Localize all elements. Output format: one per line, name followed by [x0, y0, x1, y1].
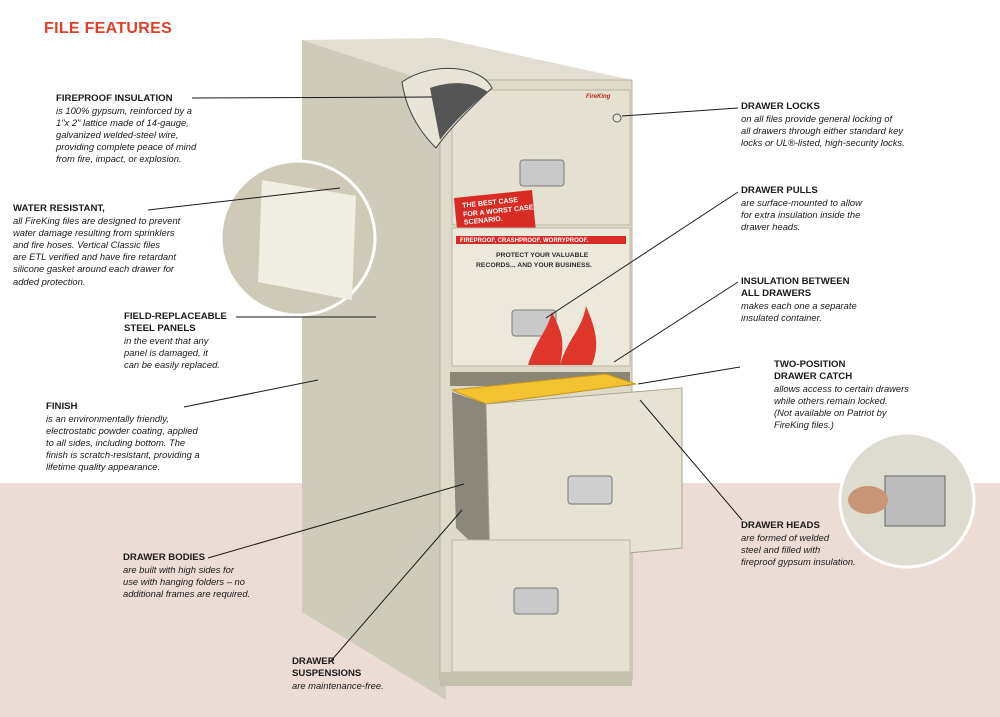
hanging-folders — [451, 373, 637, 405]
leader-lines — [147, 96, 743, 663]
callout-title: FIELD-REPLACEABLE — [124, 311, 227, 322]
callout-title: DRAWER LOCKS — [741, 101, 820, 112]
callout-body-line: use with hanging folders – no — [123, 576, 245, 588]
callout-drawer-heads: DRAWER HEADS are formed of welded steel … — [741, 520, 856, 568]
callout-title: DRAWER PULLS — [741, 185, 818, 196]
flame-icon — [560, 306, 597, 365]
callout-drawer-locks: DRAWER LOCKS on all files provide genera… — [741, 101, 905, 149]
insulation-cavity — [430, 83, 488, 140]
callout-title: INSULATION BETWEEN — [741, 276, 850, 287]
page-title: FILE FEATURES — [44, 20, 173, 37]
callout-body-line: are built with high sides for — [123, 564, 234, 576]
callout-drawer-suspensions: DRAWER SUSPENSIONS are maintenance-free. — [292, 656, 384, 692]
callout-field-replaceable-panels: FIELD-REPLACEABLE STEEL PANELS in the ev… — [124, 311, 227, 371]
callout-drawer-bodies: DRAWER BODIES are built with high sides … — [123, 552, 250, 600]
cabinet-subline-1: PROTECT YOUR VALUABLE — [496, 252, 589, 259]
callout-body-line: allows access to certain drawers — [774, 383, 909, 395]
gasket-panel — [258, 180, 356, 300]
callout-body-line: and fire hoses. Vertical Classic files — [13, 239, 161, 251]
callout-body-line: can be easily replaced. — [124, 359, 220, 371]
callout-body-line: 1"x 2" lattice made of 14-gauge, — [56, 117, 189, 129]
callout-body-line: lifetime quality appearance. — [46, 461, 161, 473]
callout-water-resistant: WATER RESISTANT, all FireKing files are … — [13, 203, 180, 288]
callout-body-line: makes each one a separate — [741, 300, 857, 312]
callout-title: WATER RESISTANT, — [13, 203, 105, 214]
callout-body-line: for extra insulation inside the — [741, 209, 861, 221]
callout-body-line: is an environmentally friendly, — [46, 413, 169, 425]
callout-body-line: finish is scratch-resistant, providing a — [46, 449, 200, 461]
callout-body-line: electrostatic powder coating, applied — [46, 425, 198, 437]
drawer-pull-1 — [519, 159, 565, 187]
flame-icon — [528, 312, 563, 365]
callout-title: STEEL PANELS — [124, 323, 196, 335]
callout-body-line: on all files provide general locking of — [741, 113, 893, 125]
callout-title: DRAWER HEADS — [741, 520, 820, 531]
callout-body-line: galvanized welded-steel wire, — [56, 129, 179, 141]
callout-title: DRAWER BODIES — [123, 552, 206, 563]
callout-title: ALL DRAWERS — [741, 288, 812, 300]
callout-body-line: additional frames are required. — [123, 588, 251, 600]
callout-body-line: silicone gasket around each drawer for — [13, 263, 175, 275]
callout-fireproof-insulation: FIREPROOF INSULATION is 100% gypsum, rei… — [56, 93, 196, 166]
callout-body-line: are surface-mounted to allow — [741, 197, 862, 209]
callout-title: TWO-POSITION — [774, 359, 846, 370]
callout-body-line: are ETL verified and have fire retardant — [13, 251, 176, 263]
drawer-pull-4 — [513, 587, 559, 615]
callout-body-line: all drawers through either standard key — [741, 125, 904, 137]
cabinet-base — [440, 672, 632, 686]
callout-body-line: are maintenance-free. — [292, 680, 384, 692]
brand-mark: FireKing — [586, 94, 611, 100]
hand-image — [848, 486, 888, 514]
callout-title: DRAWER CATCH — [774, 371, 853, 383]
callout-body-line: locks or UL®-listed, high-security locks… — [741, 137, 905, 149]
callout-body-line: added protection. — [13, 275, 86, 287]
callout-body-line: water damage resulting from sprinklers — [13, 227, 175, 239]
callout-drawer-pulls: DRAWER PULLS are surface-mounted to allo… — [741, 185, 862, 233]
callout-body-line: insulated container. — [741, 312, 822, 324]
callout-two-position-catch: TWO-POSITION DRAWER CATCH allows access … — [744, 359, 924, 432]
callout-body-line: FireKing files.) — [774, 419, 834, 431]
callout-body-line: steel and filled with — [741, 544, 821, 556]
callout-finish: FINISH is an environmentally friendly, e… — [46, 401, 200, 474]
callout-title: FIREPROOF INSULATION — [56, 93, 173, 104]
callout-title: SUSPENSIONS — [292, 668, 362, 680]
callout-title: DRAWER — [292, 656, 335, 667]
callout-body-line: (Not available on Patriot by — [774, 407, 887, 419]
callout-body-line: in the event that any — [124, 335, 209, 347]
cabinet-tagline: FIREPROOF, CRASHPROOF, WORRYPROOF. — [460, 238, 589, 244]
callout-body-line: are formed of welded — [741, 532, 830, 544]
drawer-lock-icon — [612, 113, 622, 123]
cabinet-subline-2: RECORDS... AND YOUR BUSINESS. — [476, 262, 592, 269]
callout-body-line: panel is damaged, it — [124, 347, 208, 359]
callout-body-line: all FireKing files are designed to preve… — [13, 215, 181, 227]
drawer-pull-3 — [567, 475, 613, 505]
open-drawer-side — [452, 392, 490, 560]
catch-mechanism — [884, 475, 946, 527]
callout-body-line: while others remain locked. — [774, 395, 888, 407]
callout-body-line: fireproof gypsum insulation. — [741, 556, 856, 568]
callout-body-line: to all sides, including bottom. The — [46, 437, 186, 449]
callout-body-line: from fire, impact, or explosion. — [56, 153, 182, 165]
callout-insulation-between-drawers: INSULATION BETWEEN ALL DRAWERS makes eac… — [741, 276, 857, 324]
cabinet-side-panel — [302, 40, 446, 700]
callout-body-line: providing complete peace of mind — [56, 141, 197, 153]
callout-title: FINISH — [46, 401, 78, 412]
tagline-strip — [456, 236, 626, 244]
callout-body-line: is 100% gypsum, reinforced by a — [56, 105, 193, 117]
callout-body-line: drawer heads. — [741, 221, 801, 233]
cabinet-top — [302, 38, 632, 85]
